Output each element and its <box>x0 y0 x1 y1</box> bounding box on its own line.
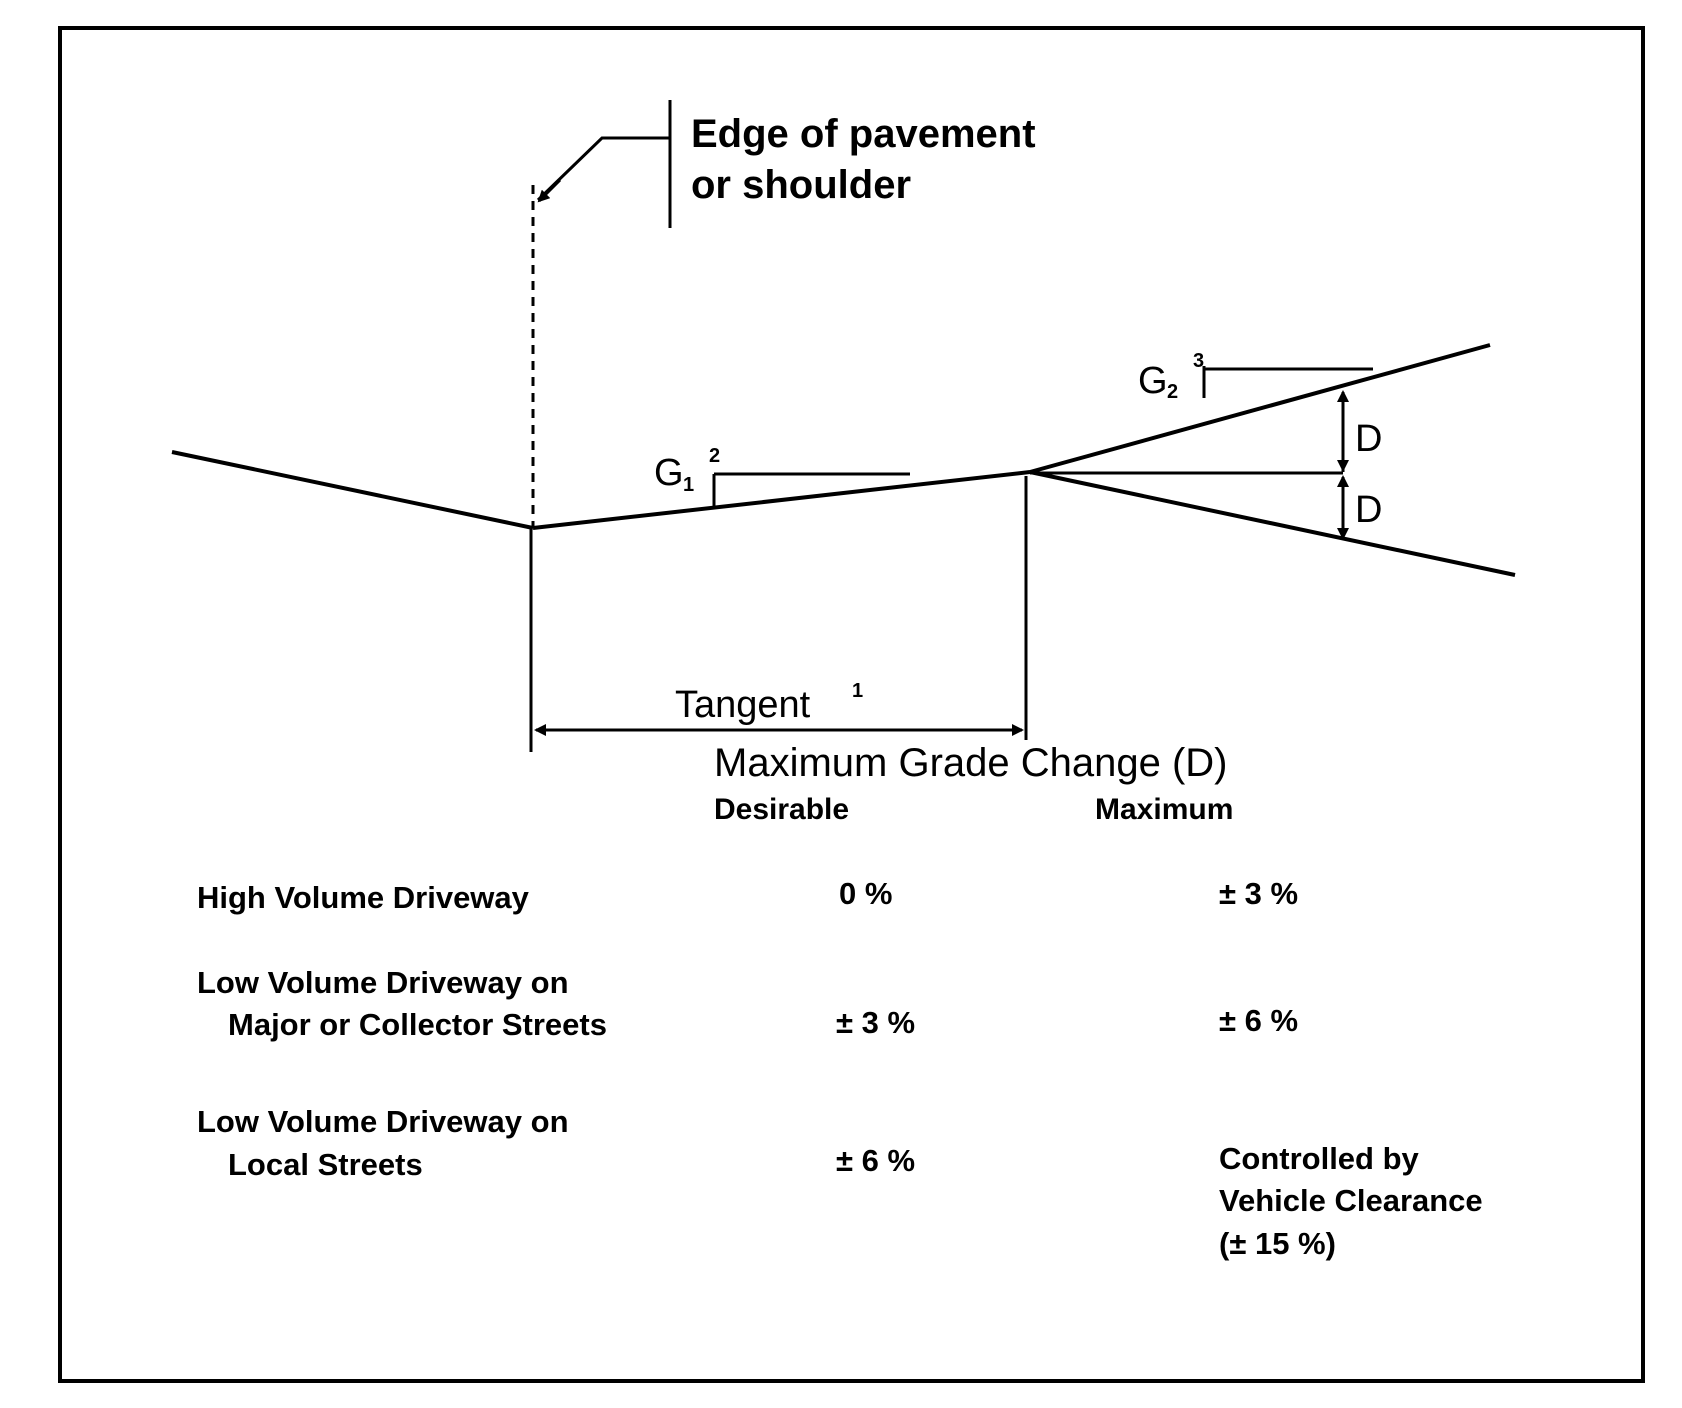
row-desirable: ± 6 % <box>836 1143 915 1178</box>
g1-index: 1 <box>683 474 694 496</box>
table-row: Low Volume Driveway on Local Streets ± 6… <box>197 1104 1483 1261</box>
edge-leader <box>536 100 672 228</box>
g1-grade-marker <box>712 472 910 506</box>
row-desirable: 0 % <box>839 876 892 911</box>
edge-label-line2: or shoulder <box>691 163 911 207</box>
table-title: Maximum Grade Change (D) <box>714 741 1228 785</box>
g1-label: G <box>654 452 684 494</box>
row-label-cont: Major or Collector Streets <box>228 1007 607 1042</box>
row-label-cont: Local Streets <box>228 1147 423 1182</box>
g2-index: 2 <box>1167 381 1178 403</box>
col-header-maximum: Maximum <box>1095 793 1233 826</box>
g2-grade-marker <box>1202 366 1373 398</box>
figure-frame <box>58 26 1645 1383</box>
table-row: Low Volume Driveway on Major or Collecto… <box>197 965 1298 1042</box>
row-desirable: ± 3 % <box>836 1005 915 1040</box>
row-maximum-cont: Vehicle Clearance <box>1219 1183 1483 1218</box>
table-row: High Volume Driveway 0 % ± 3 % <box>197 876 1298 915</box>
road-profile <box>171 343 1516 577</box>
g2-label: G <box>1138 360 1168 402</box>
col-header-desirable: Desirable <box>714 793 849 826</box>
edge-label-line1: Edge of pavement <box>691 112 1036 156</box>
row-label: Low Volume Driveway on <box>197 965 569 1000</box>
g1-note: 2 <box>709 445 720 467</box>
row-label: High Volume Driveway <box>197 880 530 915</box>
row-maximum: ± 6 % <box>1219 1003 1298 1038</box>
row-maximum-cont2: (± 15 %) <box>1219 1226 1336 1261</box>
row-label: Low Volume Driveway on <box>197 1104 569 1139</box>
tangent-label: Tangent <box>675 684 811 726</box>
d-upper-label: D <box>1355 418 1382 460</box>
d-lower-label: D <box>1355 489 1382 531</box>
row-maximum: Controlled by <box>1219 1141 1420 1176</box>
row-maximum: ± 3 % <box>1219 876 1298 911</box>
g2-note: 3 <box>1193 350 1204 372</box>
tangent-note: 1 <box>852 680 863 702</box>
edge-arrow <box>537 178 562 203</box>
